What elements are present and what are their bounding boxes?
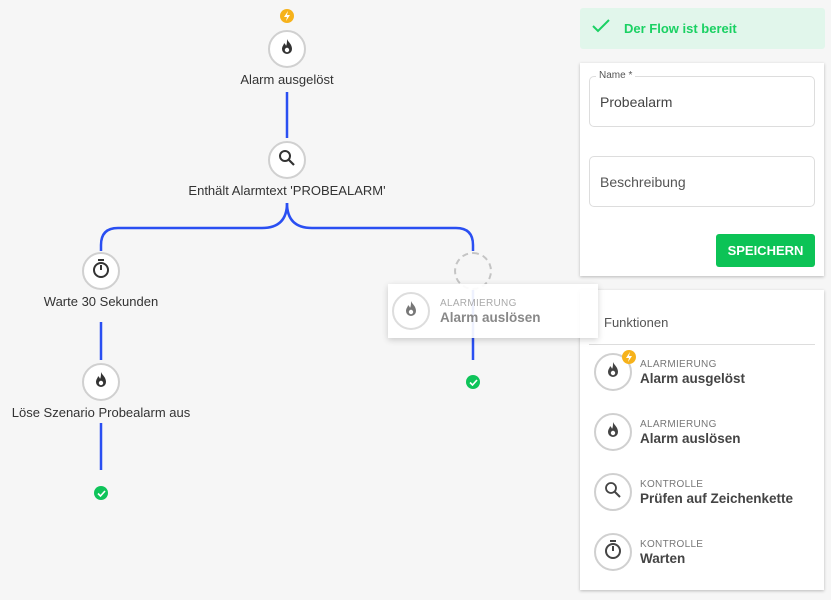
trigger-bolt-icon (622, 350, 636, 364)
check-icon (592, 19, 610, 38)
function-name: Prüfen auf Zeichenkette (640, 490, 794, 506)
flow-node-label: Alarm ausgelöst (240, 72, 334, 87)
flow-node-contains-text[interactable] (268, 141, 306, 179)
function-category: ALARMIERUNG (640, 358, 717, 370)
divider (589, 344, 815, 345)
function-category: ALARMIERUNG (640, 418, 717, 430)
function-name: Alarm ausgelöst (640, 370, 746, 386)
flame-icon (605, 421, 621, 444)
description-field[interactable]: Beschreibung (589, 156, 815, 207)
timer-icon (604, 539, 622, 565)
function-category: KONTROLLE (640, 478, 704, 490)
functions-title: Funktionen (604, 315, 669, 330)
flow-node-wait[interactable] (82, 252, 120, 290)
flame-icon (605, 361, 621, 384)
name-value: Probealarm (600, 93, 673, 110)
function-name: Warten (640, 550, 686, 566)
name-label: Name * (596, 70, 636, 81)
save-button[interactable]: SPEICHERN (716, 234, 815, 267)
flow-form-card: Name * Probealarm Beschreibung SPEICHERN (580, 63, 824, 276)
flame-icon (279, 38, 295, 61)
function-name: Alarm auslösen (440, 309, 541, 325)
function-category: KONTROLLE (640, 538, 704, 550)
search-icon (604, 481, 622, 504)
end-check-icon (94, 486, 108, 500)
flow-node-trigger-scenario[interactable] (82, 363, 120, 401)
timer-icon (92, 258, 110, 284)
flame-icon (403, 300, 419, 323)
description-placeholder: Beschreibung (600, 173, 686, 190)
flame-icon (93, 371, 109, 394)
flow-node-label: Löse Szenario Probealarm aus (11, 405, 191, 420)
end-check-icon (466, 375, 480, 389)
function-category: ALARMIERUNG (440, 297, 517, 309)
name-field[interactable]: Name * Probealarm (589, 70, 815, 127)
status-toast: Der Flow ist bereit (580, 8, 825, 49)
toast-text: Der Flow ist bereit (624, 21, 737, 36)
search-icon (278, 149, 296, 172)
flow-node-alarm-triggered[interactable] (268, 30, 306, 68)
flow-node-label: Warte 30 Sekunden (43, 294, 159, 309)
function-name: Alarm auslösen (640, 430, 741, 446)
trigger-bolt-icon (280, 9, 294, 23)
flow-node-label: Enthält Alarmtext 'PROBEALARM' (188, 183, 386, 198)
